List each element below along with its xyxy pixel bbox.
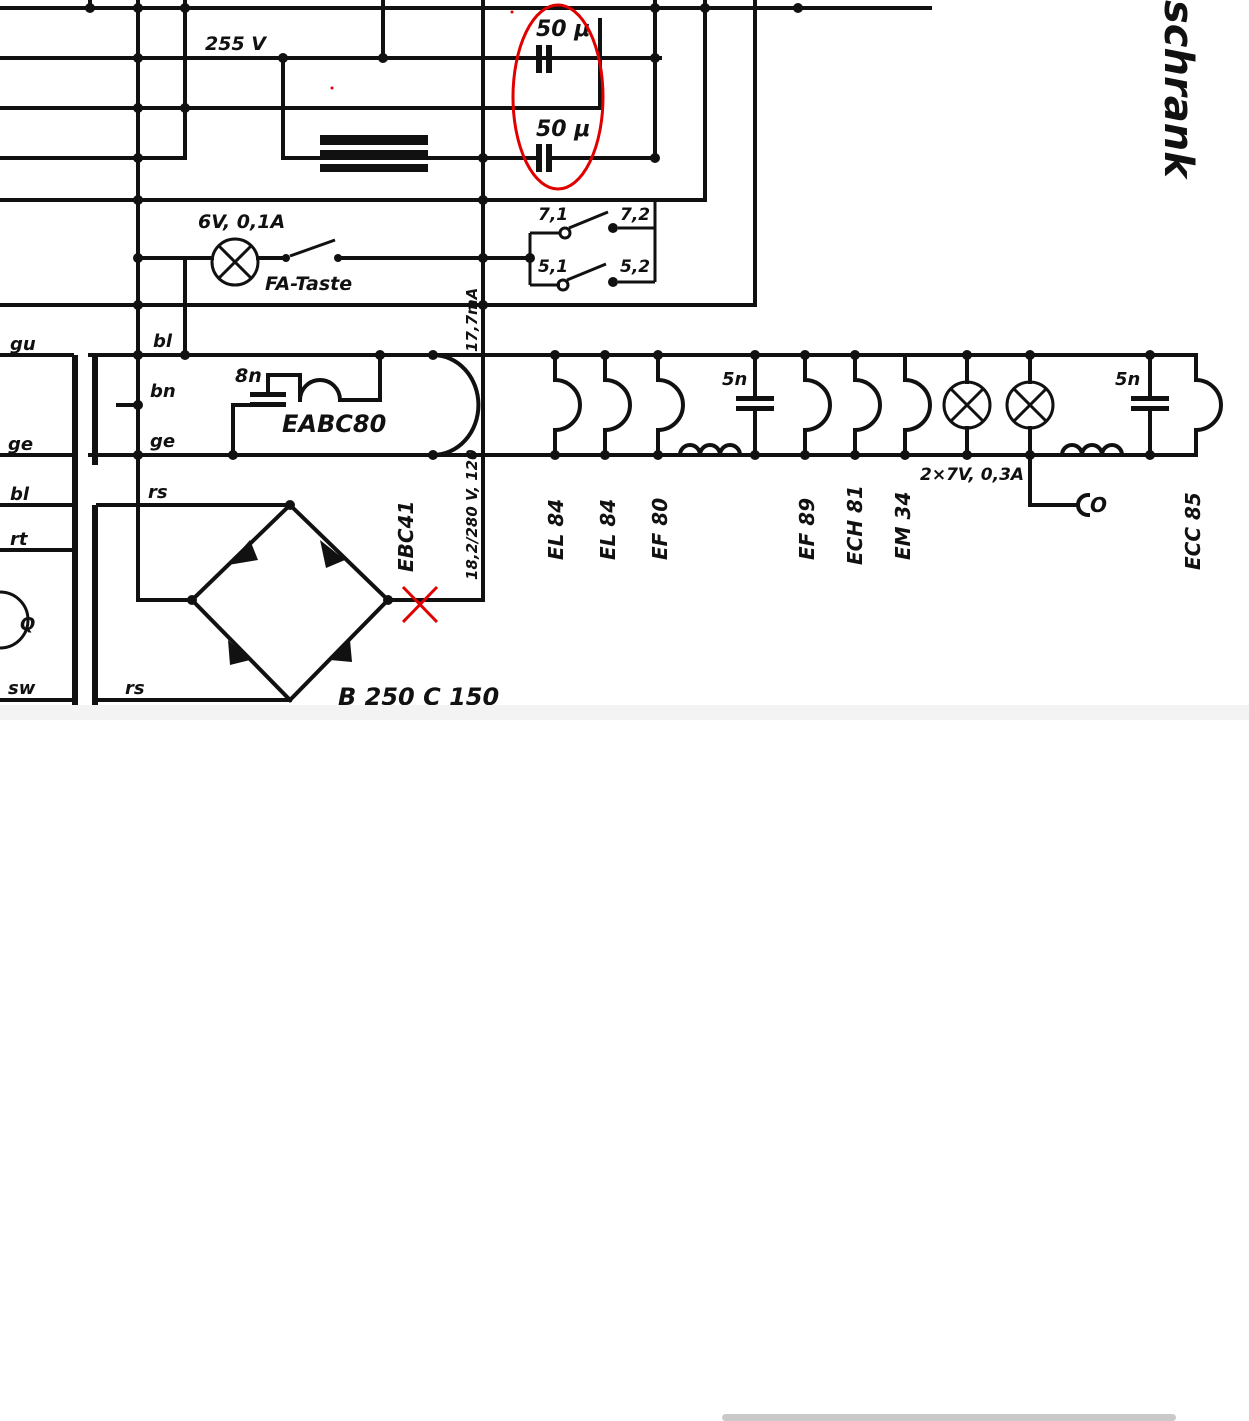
tube-ef80-label: EF 80 xyxy=(648,498,672,560)
tap-bl2-label: bl xyxy=(10,484,30,505)
tap-rt-label: rt xyxy=(10,529,29,550)
cap2-label: 50 μ xyxy=(536,117,590,142)
tube-el84-b-label: EL 84 xyxy=(596,499,620,560)
cap-8n-label: 8n xyxy=(235,365,262,387)
title-fragment: schrank xyxy=(1155,0,1201,180)
voltage-label: 255 V xyxy=(205,33,267,55)
tap-rs2-label: rs xyxy=(125,678,145,699)
cap1-label: 50 μ xyxy=(536,17,590,42)
contact-72-label: 7,2 xyxy=(620,205,650,225)
tap-bn-label: bn xyxy=(150,381,176,402)
lamp-rating-label: 6V, 0,1A xyxy=(198,211,285,233)
rectifier-label: B 250 C 150 xyxy=(338,683,499,705)
tube-em34-label: EM 34 xyxy=(891,492,915,560)
current-label: 17,7mA xyxy=(463,288,481,352)
schematic-diagram: schrank 255 V 50 μ 50 μ 6V, 0,1A FA-Tast… xyxy=(0,0,1223,705)
cap-5n-b-label: 5n xyxy=(1115,369,1140,390)
cap-5n-a-label: 5n xyxy=(722,369,747,390)
tube-el84-a-label: EL 84 xyxy=(544,499,568,560)
tap-sw-label: sw xyxy=(8,678,36,699)
tap-rs-label: rs xyxy=(148,482,168,503)
tube-ebc41-label: EBC41 xyxy=(394,501,418,572)
meter-label: Q xyxy=(20,614,35,635)
connector-label: O xyxy=(1090,493,1107,517)
highlight-ellipse xyxy=(511,3,605,191)
tube-ef89-label: EF 89 xyxy=(795,498,819,560)
tap-gu-label: gu xyxy=(10,334,36,355)
dial-lamps-label: 2×7V, 0,3A xyxy=(920,465,1024,485)
contact-71-label: 7,1 xyxy=(538,205,568,225)
tube-eabc80-label: EABC80 xyxy=(282,410,386,438)
red-speck xyxy=(510,10,514,14)
tap-bl-label: bl xyxy=(153,331,173,352)
horizontal-scrollbar[interactable] xyxy=(0,705,1249,1421)
tube-ecc85-label: ECC 85 xyxy=(1181,492,1205,570)
contact-52-label: 5,2 xyxy=(620,257,650,277)
scrollbar-thumb[interactable] xyxy=(722,1414,1176,1421)
ebc41-spec-label: 18,2/280 V, 120 xyxy=(463,449,481,580)
contact-51-label: 5,1 xyxy=(538,257,568,277)
tube-ech81-label: ECH 81 xyxy=(843,485,867,565)
tap-ge-label: ge xyxy=(150,431,175,452)
switch-label: FA-Taste xyxy=(265,273,352,295)
tap-ge2-label: ge xyxy=(8,434,33,455)
schematic-viewer: schrank 255 V 50 μ 50 μ 6V, 0,1A FA-Tast… xyxy=(0,0,1223,705)
